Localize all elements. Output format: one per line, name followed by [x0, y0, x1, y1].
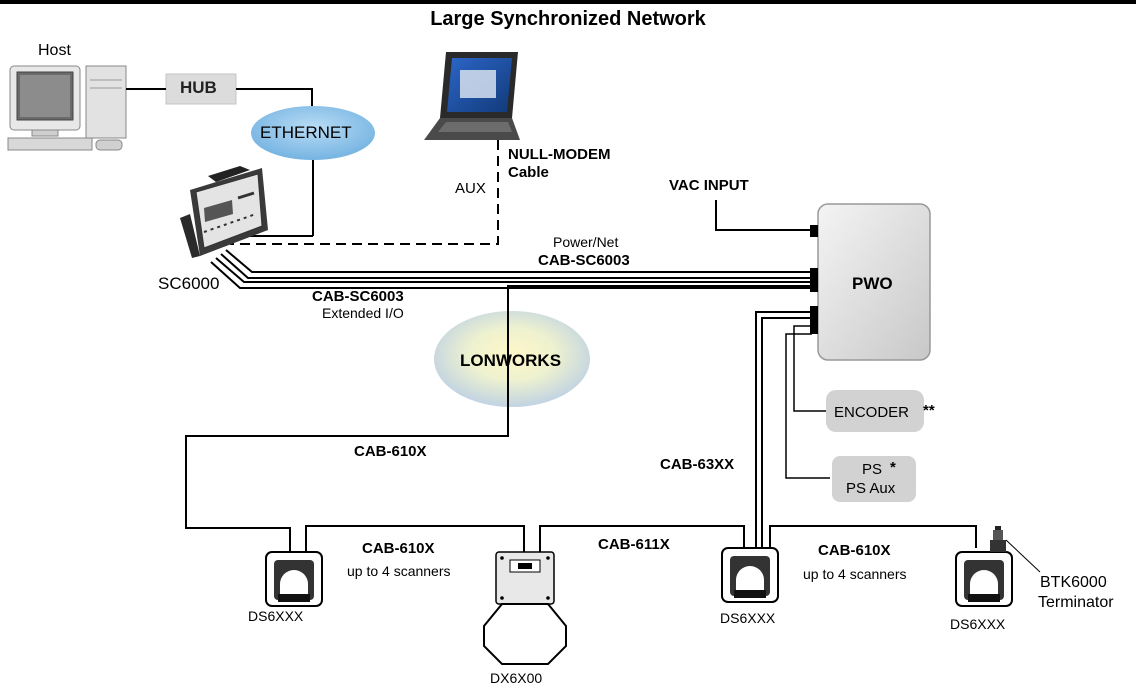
btk6000-label: BTK6000 [1040, 574, 1107, 591]
cab-610x-left-label: CAB-610X [354, 443, 427, 460]
ps-aux-label: PS Aux [846, 480, 896, 497]
power-net-label: Power/Net [553, 234, 619, 250]
encoder-label: ENCODER [834, 404, 910, 421]
dx6x00-label: DX6X00 [490, 670, 543, 686]
ps-box [832, 456, 916, 502]
sc6000-label: SC6000 [158, 274, 220, 293]
host-label: Host [38, 42, 71, 59]
lonworks-cloud [434, 311, 590, 407]
pwo-connectors [810, 225, 818, 334]
null-modem-cable [230, 140, 499, 245]
cab-sc6003-bottom-label: CAB-SC6003 [312, 288, 404, 305]
encoder-box [826, 390, 924, 432]
hub-label: HUB [180, 78, 217, 97]
cab-sc6003-top-label: CAB-SC6003 [538, 252, 630, 269]
cab-63xx-cable [755, 311, 810, 548]
cab-63xx-label: CAB-63XX [660, 456, 735, 473]
ds6xxx-scanner-1-icon [265, 551, 323, 607]
ps-label: PS [862, 461, 883, 478]
ds6xxx-1-label: DS6XXX [248, 608, 304, 624]
up-to-4-a-label: up to 4 scanners [347, 563, 451, 579]
ethernet-cloud [251, 106, 375, 160]
null-modem-label-2: Cable [508, 164, 549, 181]
terminator-label: Terminator [1038, 594, 1114, 611]
lonworks-bus-wire [185, 285, 812, 552]
top-rule [0, 0, 1136, 4]
sc6000-controller-icon [180, 166, 268, 258]
ethernet-label: ETHERNET [260, 123, 352, 142]
cab-610x-mid-label: CAB-610X [362, 540, 435, 557]
ethernet-wiring [126, 88, 314, 237]
null-modem-label-1: NULL-MODEM [508, 146, 611, 163]
cab-611x-label: CAB-611X [598, 536, 670, 553]
vac-input-wire [715, 200, 810, 231]
aux-label: AUX [455, 180, 486, 197]
ds6xxx-3-label: DS6XXX [950, 616, 1006, 632]
ds6xxx-2-label: DS6XXX [720, 610, 776, 626]
vac-input-label: VAC INPUT [669, 177, 749, 194]
cab-610x-right-label: CAB-610X [818, 542, 891, 559]
btk6000-terminator-icon [990, 526, 1041, 573]
dx6x00-scanner-icon [483, 551, 567, 665]
ps-mark: * [890, 459, 896, 476]
pwo-label: PWO [852, 274, 893, 293]
ds6xxx-scanner-3-icon [955, 551, 1013, 607]
hub-box [165, 73, 237, 105]
encoder-mark: ** [923, 402, 935, 419]
laptop-icon [424, 52, 520, 140]
ds6xxx-scanner-2-icon [721, 547, 779, 603]
lonworks-label: LONWORKS [460, 351, 562, 370]
up-to-4-b-label: up to 4 scanners [803, 566, 907, 582]
cab-sc6003-cables [210, 249, 812, 289]
host-computer-icon [7, 65, 127, 151]
extended-io-label: Extended I/O [322, 305, 404, 321]
diagram-title: Large Synchronized Network [430, 8, 706, 30]
encoder-ps-wiring [785, 325, 830, 479]
scanner-chain-wiring [305, 525, 977, 552]
